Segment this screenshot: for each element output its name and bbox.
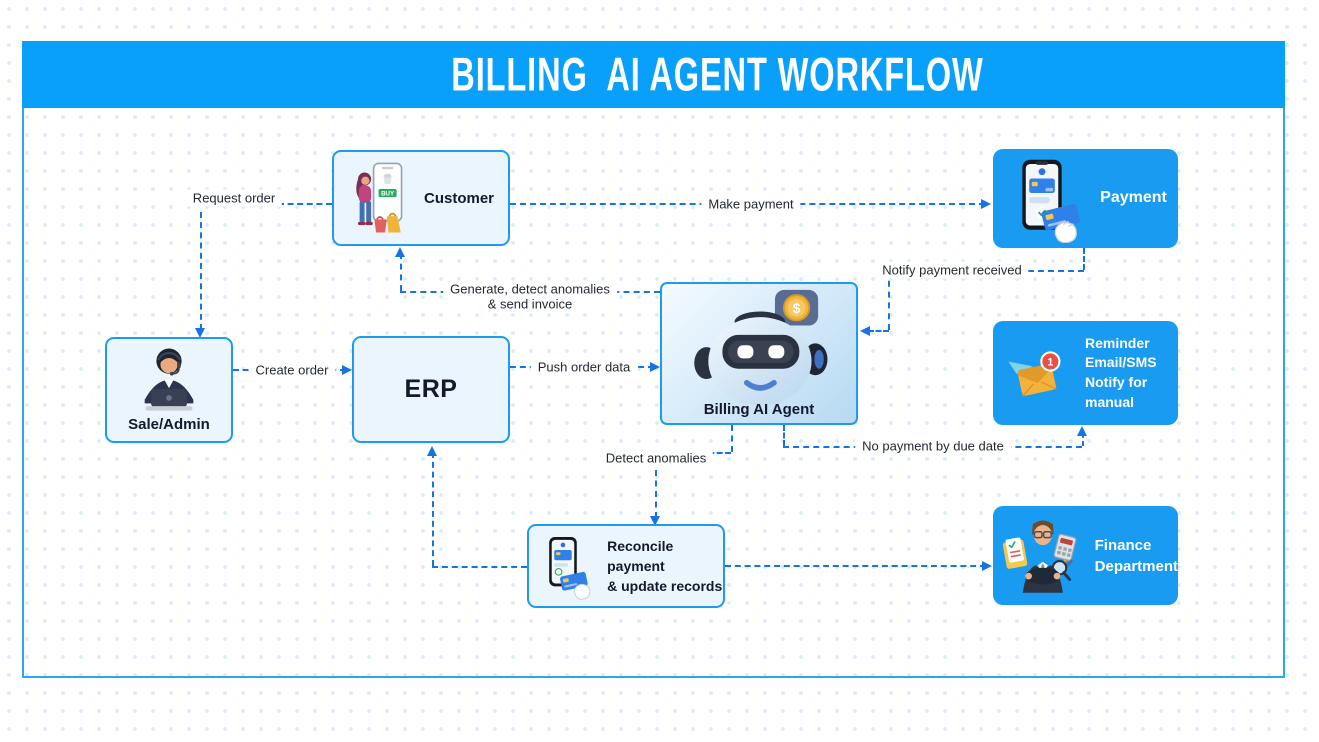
title-bar: BILLING AI AGENT WORKFLOW <box>22 41 1285 108</box>
arrowhead <box>1077 426 1087 436</box>
arrowhead <box>860 326 870 336</box>
arrowhead <box>981 199 991 209</box>
node-finance: Finance Department <box>993 506 1178 605</box>
customer-shopping-illustration: BUY <box>356 162 403 233</box>
node-reminder: 1 Reminder Email/SMS Notify for manual <box>993 321 1178 425</box>
coin-dollar-symbol: $ <box>793 299 801 315</box>
robot-illustration: $ <box>694 289 828 405</box>
node-erp: ERP <box>352 336 510 443</box>
edge-label-no-payment: No payment by due date <box>855 437 1011 455</box>
customer-label: Customer <box>423 189 494 207</box>
edge-segment <box>278 203 332 205</box>
edge-segment <box>725 565 986 567</box>
arrowhead <box>650 362 660 372</box>
reminder-label-line: Email/SMS <box>1085 354 1157 371</box>
buy-button-label: BUY <box>381 191 394 198</box>
edge-label-push-order-data: Push order data <box>530 358 638 376</box>
edge-label-line: Generate, detect anomalies <box>450 281 610 297</box>
edge-segment <box>432 452 434 566</box>
payment-label: Payment <box>1100 189 1167 207</box>
payment-phone-card-illustration <box>1022 159 1080 243</box>
node-billing-ai-agent: $ Billing AI Agent <box>660 282 858 425</box>
edge-label-create-order: Create order <box>248 361 336 379</box>
edge-segment <box>731 425 733 452</box>
edge-segment <box>200 212 202 330</box>
sale-admin-label: Sale/Admin <box>128 416 210 433</box>
notification-count-badge: 1 <box>1047 357 1053 369</box>
edge-segment <box>1083 248 1085 270</box>
arrowhead <box>395 247 405 257</box>
finance-label-line: Department <box>1094 557 1178 575</box>
arrowhead <box>982 561 992 571</box>
arrowhead <box>195 328 205 338</box>
edge-segment <box>655 470 657 518</box>
finance-label: Finance Department <box>1095 535 1178 577</box>
node-payment: Payment <box>993 149 1178 248</box>
node-sale-admin: Sale/Admin <box>105 337 233 443</box>
arrowhead <box>427 446 437 456</box>
reminder-label: Reminder Email/SMS Notify for manual <box>1085 334 1157 412</box>
reminder-label-line: manual <box>1085 393 1135 410</box>
edge-segment <box>783 425 785 446</box>
edge-segment <box>400 253 402 291</box>
reconcile-label: Reconcile payment & update records <box>607 536 723 597</box>
edge-segment <box>1082 433 1084 446</box>
arrowhead <box>342 365 352 375</box>
finance-person-illustration <box>1002 519 1077 593</box>
arrowhead <box>650 516 660 526</box>
reconcile-label-line: Reconcile payment <box>607 537 674 574</box>
page-title: BILLING AI AGENT WORKFLOW <box>451 47 984 101</box>
reminder-email-illustration: 1 <box>1008 351 1061 397</box>
edge-segment <box>888 270 890 330</box>
reminder-label-line: Reminder <box>1085 334 1150 351</box>
finance-label-line: Finance <box>1094 536 1152 554</box>
reminder-label-line: Notify for <box>1085 374 1148 390</box>
edge-segment <box>432 566 527 568</box>
node-reconcile: Reconcile payment & update records <box>527 524 725 608</box>
reconcile-label-line: & update records <box>607 578 723 595</box>
node-customer: BUY Customer <box>332 150 510 246</box>
edge-label-line: & send invoice <box>487 297 573 312</box>
edge-label-request-order: Request order <box>185 189 283 207</box>
support-agent-illustration <box>144 348 194 411</box>
edge-label-make-payment: Make payment <box>701 195 801 213</box>
reconcile-phone-illustration <box>549 536 591 600</box>
edge-segment <box>868 330 889 332</box>
edge-label-generate-invoice: Generate, detect anomalies & send invoic… <box>443 280 617 314</box>
edge-label-detect-anomalies: Detect anomalies <box>598 449 714 467</box>
edge-label-notify-payment: Notify payment received <box>875 261 1029 279</box>
erp-label: ERP <box>404 375 458 403</box>
diagram-frame: BILLING AI AGENT WORKFLOW <box>22 41 1285 678</box>
edge-segment <box>700 452 731 454</box>
billing-ai-agent-label: Billing AI Agent <box>703 401 815 418</box>
